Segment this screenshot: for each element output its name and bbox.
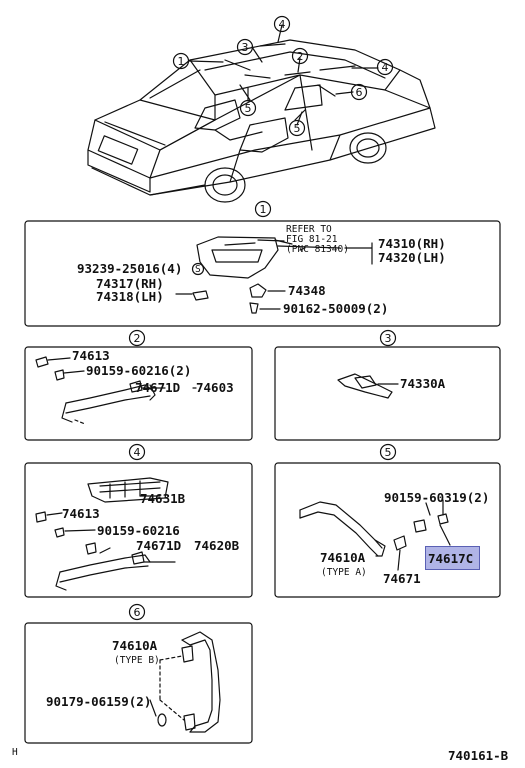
section-6-number: 6 (134, 606, 141, 619)
grip-handle-5-drawing (299, 499, 451, 571)
part-74671[interactable]: 74671 (383, 571, 421, 586)
part-74320[interactable]: 74320(LH) (378, 250, 446, 265)
callout-2-circle (291, 47, 309, 65)
sun-visor-drawing (196, 236, 293, 279)
part-74603[interactable]: 74603 (196, 380, 234, 395)
callout-5b-label: 5 (294, 122, 301, 135)
part-74671d-s4[interactable]: 74671D (136, 538, 181, 553)
section-3-number: 3 (385, 332, 392, 345)
screw-drawing (249, 302, 259, 314)
refer-line-1: REFER TO (286, 224, 332, 235)
part-93239-25016[interactable]: 93239-25016(4) (77, 261, 182, 276)
section-3-box (274, 346, 501, 441)
part-90159-60216-s4[interactable]: 90159-60216 (97, 523, 180, 538)
section-5-box (274, 462, 501, 598)
section-3-badge (379, 329, 397, 347)
callout-5-circle (239, 99, 257, 117)
callout-4-circle (273, 15, 291, 33)
section-1-number: 1 (260, 203, 267, 216)
part-74631b[interactable]: 74631B (140, 491, 186, 506)
section-4-badge (128, 443, 146, 461)
callout-6-circle (350, 83, 368, 101)
part-74330a[interactable]: 74330A (400, 376, 446, 391)
part-90159-60319[interactable]: 90159-60319(2) (384, 490, 489, 505)
part-90159-60216-s2[interactable]: 90159-60216(2) (86, 363, 191, 378)
figure-id: 740161-B (448, 748, 509, 763)
part-74617c[interactable]: 74617C (428, 551, 473, 566)
callout-s-label: S (195, 264, 201, 275)
part-74620b[interactable]: 74620B (194, 538, 240, 553)
part-74613-s2[interactable]: 74613 (72, 348, 110, 363)
section-6-box (24, 622, 253, 744)
section-4-box (24, 462, 253, 598)
coat-hook-drawing (337, 373, 399, 399)
footer-mark: H (12, 747, 18, 758)
part-74610a-s5[interactable]: 74610A (320, 550, 366, 565)
grip-handle-4-drawing (35, 477, 176, 591)
part-74310[interactable]: 74310(RH) (378, 236, 446, 251)
callout-5-label: 5 (245, 102, 252, 115)
callout-3-circle (236, 38, 254, 56)
highlight-74617c[interactable] (425, 546, 480, 570)
refer-line-2: FIG 81-21 (286, 234, 338, 245)
callout-1-label: 1 (178, 55, 185, 68)
callout-4-label: 4 (279, 18, 286, 31)
callout-4b-label: 4 (382, 61, 389, 74)
part-90162-50009[interactable]: 90162-50009(2) (283, 301, 388, 316)
section-2-number: 2 (134, 332, 141, 345)
car-illustration (87, 24, 436, 203)
callout-s-circle (191, 262, 205, 276)
section-6-badge (128, 603, 146, 621)
part-74318[interactable]: 74318(LH) (96, 289, 164, 304)
refer-line-3: (PNC 81340) (286, 244, 349, 255)
callout-6-label: 6 (356, 86, 363, 99)
grip-handle-6-drawing (149, 631, 221, 733)
callout-4b-circle (376, 58, 394, 76)
section-5-badge (379, 443, 397, 461)
part-74613-s4[interactable]: 74613 (62, 506, 100, 521)
callout-3-label: 3 (242, 41, 249, 54)
grip-handle-2-drawing (35, 356, 166, 425)
section-5-number: 5 (385, 446, 392, 459)
type-b-label: (TYPE B) (114, 655, 160, 666)
part-74348[interactable]: 74348 (288, 283, 326, 298)
section-1-box (24, 220, 501, 327)
car-callouts (172, 15, 394, 137)
part-74671d-s2[interactable]: 74671D (135, 380, 180, 395)
part-74317[interactable]: 74317(RH) (96, 276, 164, 291)
part-90179-06159[interactable]: 90179-06159(2) (46, 694, 151, 709)
section-2-badge (128, 329, 146, 347)
callout-1-circle (172, 52, 190, 70)
callout-2-label: 2 (297, 50, 304, 63)
visor-holder-drawing (192, 290, 209, 301)
section-4-number: 4 (134, 446, 141, 459)
callout-5b-circle (288, 119, 306, 137)
type-a-label: (TYPE A) (321, 567, 367, 578)
visor-bracket-drawing (249, 283, 267, 298)
part-74610a-s6[interactable]: 74610A (112, 638, 158, 653)
section-1-badge (254, 200, 272, 218)
section-2-box (24, 346, 253, 441)
